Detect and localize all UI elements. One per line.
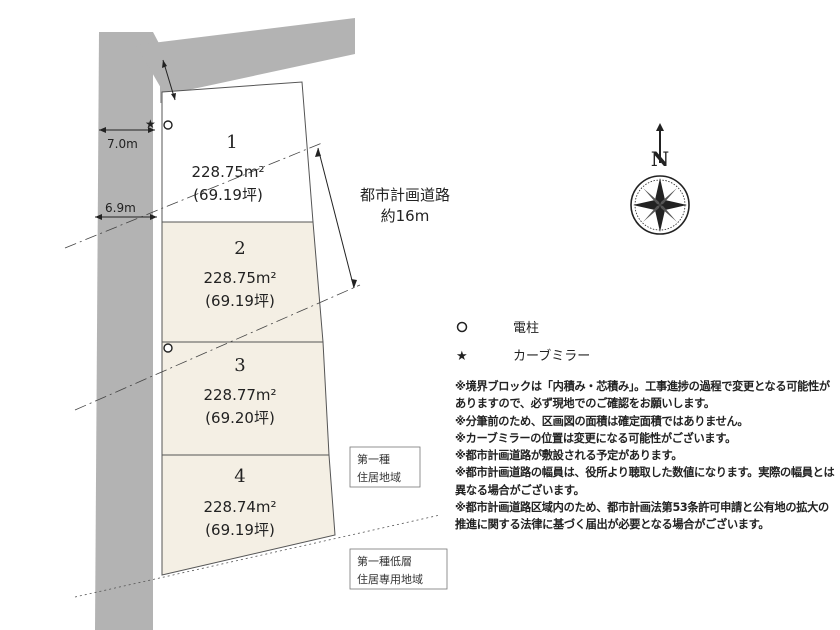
road-width-arrow: [317, 147, 355, 289]
planned-road-line-south: [74, 284, 361, 411]
note-2: ※分筆前のため、区画図の面積は確定面積ではありません。: [455, 414, 749, 428]
zone-box-lower: [349, 548, 448, 590]
vertical-road: [95, 32, 153, 630]
lot-3-number: 3: [234, 355, 245, 376]
utility-pole-marker-2: [163, 343, 173, 353]
legend-pole-label: 電柱: [513, 321, 539, 336]
planned-road-line-north: [64, 142, 323, 249]
zone-upper-line1: 第一種: [357, 452, 390, 466]
road-name-label: 都市計画道路: [360, 186, 450, 204]
zone-box-upper: [349, 446, 421, 488]
lot-3-area: 228.77m²: [203, 386, 276, 404]
lot-4: [161, 454, 336, 576]
note-4: ※都市計画道路が敷設される予定があります。: [455, 449, 683, 463]
lot-4-number: 4: [234, 466, 245, 487]
top-road: [136, 18, 355, 95]
legend-pole-icon: [456, 321, 468, 333]
lot-4-area: 228.74m²: [203, 498, 276, 516]
lot-1-area: 228.75m²: [191, 163, 264, 181]
zone-lower-line2: 住居専用地域: [357, 572, 423, 586]
lot-4-tsubo: (69.19坪): [205, 521, 275, 539]
lot-3-tsubo: (69.20坪): [205, 409, 275, 427]
lot-1-tsubo: (69.19坪): [193, 186, 263, 204]
curve-mirror-marker: ★: [145, 117, 156, 131]
width-label-south: 6.9m: [105, 201, 136, 215]
note-6: ※都市計画道路区域内のため、都市計画法第53条許可申請と公有地の拡大の推進に関す…: [455, 501, 829, 532]
compass-north-label: N: [651, 147, 669, 171]
width-label-north: 7.0m: [107, 137, 138, 151]
notes: ※境界ブロックは「内積み・芯積み」。工事進捗の過程で変更となる可能性がありますの…: [455, 378, 837, 534]
lot-2-area: 228.75m²: [203, 269, 276, 287]
compass-icon: [630, 123, 690, 235]
note-3: ※カーブミラーの位置は変更になる可能性がございます。: [455, 431, 736, 445]
note-1: ※境界ブロックは「内積み・芯積み」。工事進捗の過程で変更となる可能性がありますの…: [455, 380, 830, 411]
utility-pole-marker-1: [163, 120, 173, 130]
lot-1-number: 1: [226, 132, 237, 153]
legend-mirror-icon: ★: [456, 349, 468, 364]
note-5: ※都市計画道路の幅員は、役所より聴取した数値になります。実際の幅員とは異なる場合…: [455, 466, 835, 497]
road-width-label: 約16m: [381, 207, 430, 225]
zone-boundary-line: [74, 514, 441, 598]
zone-upper-line2: 住居地域: [357, 470, 401, 484]
legend-mirror-label: カーブミラー: [513, 348, 590, 364]
lot-2-tsubo: (69.19坪): [205, 292, 275, 310]
lot-2-number: 2: [234, 238, 245, 259]
zone-lower-line1: 第一種低層: [357, 554, 412, 568]
